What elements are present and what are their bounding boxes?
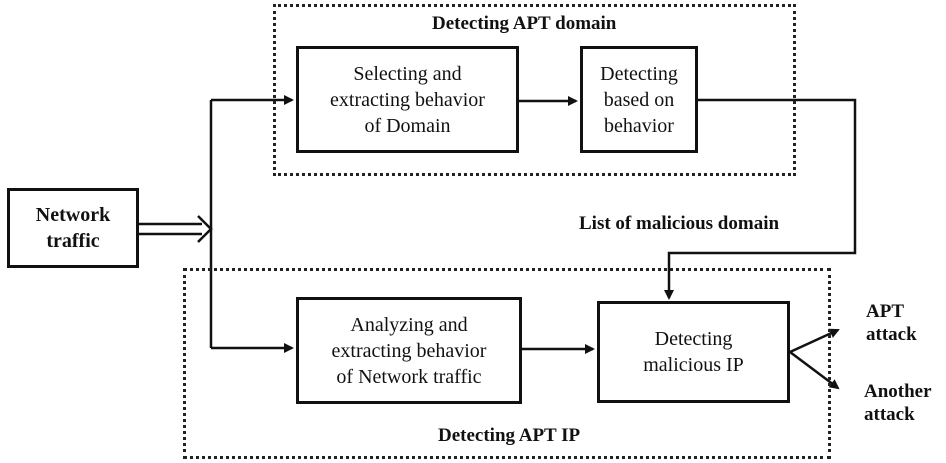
selecting-domain-line-3: of Domain <box>364 114 451 137</box>
analyzing-traffic-line-3: of Network traffic <box>336 365 482 388</box>
another-attack-line-2: attack <box>864 404 915 425</box>
label-list-of-malicious-domain: List of malicious domain <box>579 213 780 234</box>
selecting-domain-line-2: extracting behavior <box>330 88 485 111</box>
label-another-attack: Another attack <box>864 380 932 426</box>
analyzing-traffic-line-1: Analyzing and <box>350 313 468 336</box>
network-traffic-line-1: Network <box>35 204 111 226</box>
box-detecting-based-on-behavior: Detecting based on behavior <box>580 46 698 153</box>
box-network-traffic: Network traffic <box>7 188 139 268</box>
apt-attack-line-1: APT <box>866 301 904 322</box>
apt-attack-line-2: attack <box>866 324 917 345</box>
network-traffic-line-2: traffic <box>46 230 100 252</box>
group-title-domain: Detecting APT domain <box>432 13 617 34</box>
detecting-ip-line-2: malicious IP <box>643 354 744 376</box>
network-traffic-double-arrow <box>139 215 213 243</box>
group-detecting-apt-domain <box>273 4 796 176</box>
detecting-behavior-line-2: based on <box>603 88 675 111</box>
group-detecting-apt-ip <box>183 268 831 459</box>
box-detecting-malicious-ip: Detecting malicious IP <box>597 301 790 403</box>
selecting-domain-line-1: Selecting and <box>353 62 462 85</box>
another-attack-line-1: Another <box>864 381 932 402</box>
box-analyzing-network-traffic: Analyzing and extracting behavior of Net… <box>296 297 522 404</box>
detecting-behavior-line-3: behavior <box>604 114 674 137</box>
label-apt-attack: APT attack <box>866 300 917 346</box>
analyzing-traffic-line-2: extracting behavior <box>331 339 487 362</box>
detecting-behavior-line-1: Detecting <box>600 62 678 85</box>
group-title-ip: Detecting APT IP <box>438 425 581 446</box>
detecting-ip-line-1: Detecting <box>654 328 733 350</box>
box-selecting-domain-behavior: Selecting and extracting behavior of Dom… <box>296 46 519 153</box>
